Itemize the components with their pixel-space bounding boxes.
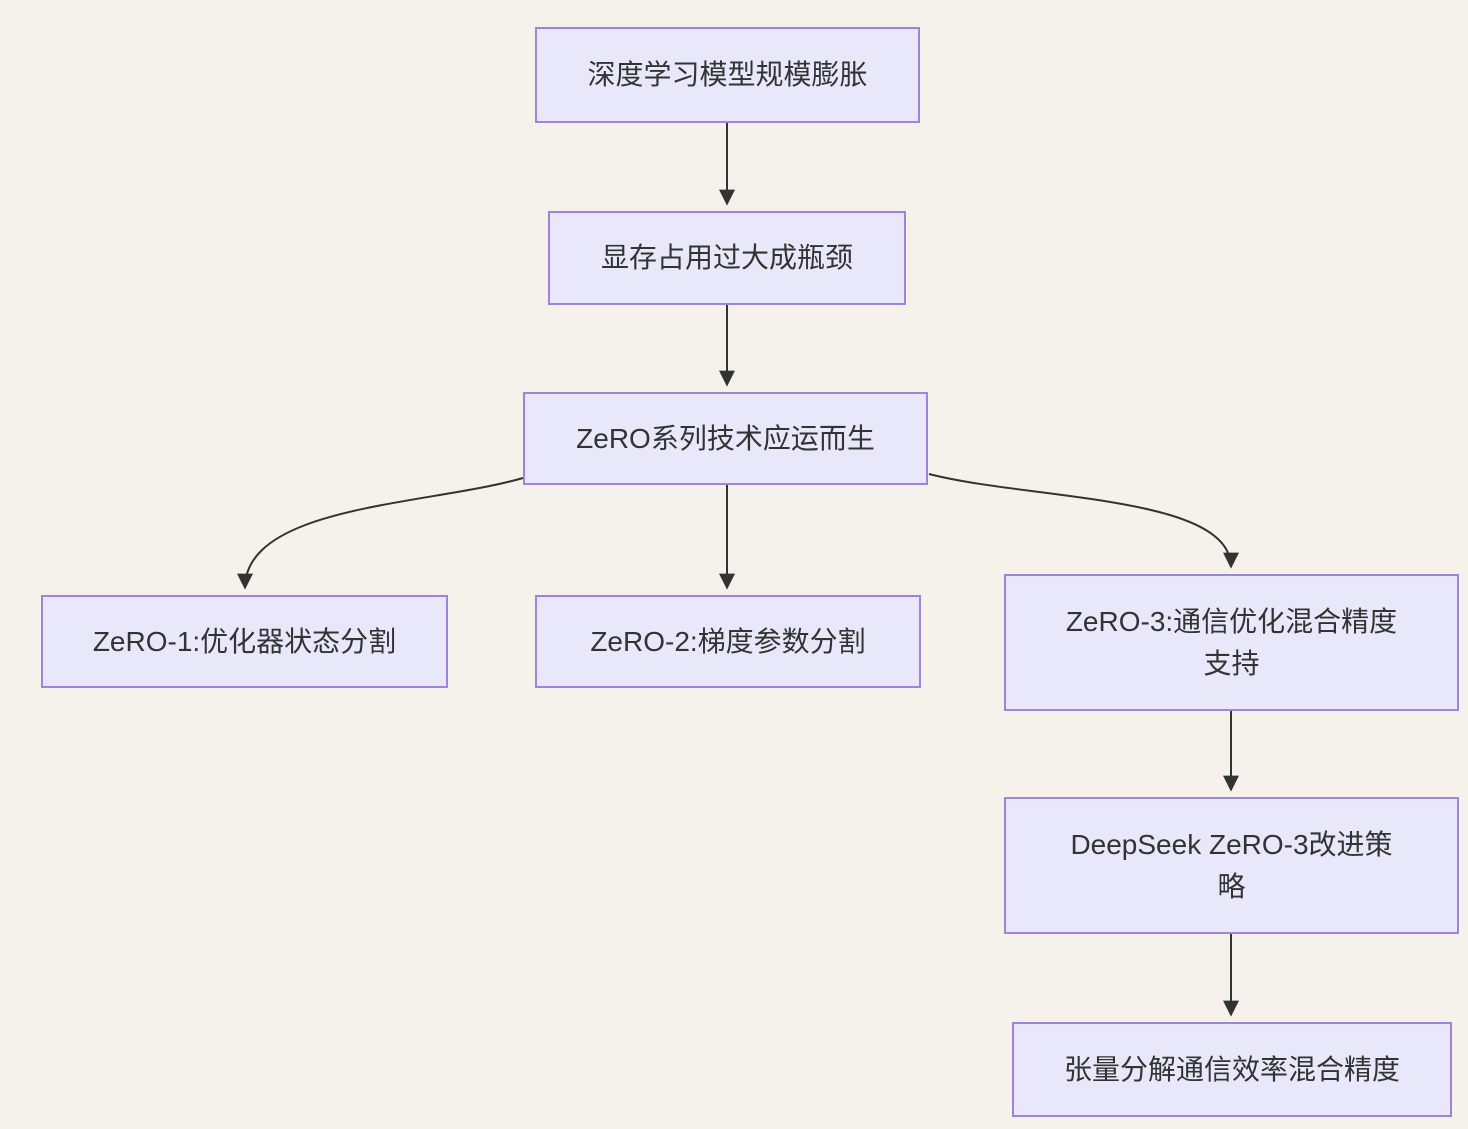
node-tensor-decomposition-efficiency: 张量分解通信效率混合精度 (1012, 1022, 1452, 1117)
node-deep-learning-model-growth: 深度学习模型规模膨胀 (535, 27, 920, 123)
node-zero2-gradient-param-partition: ZeRO-2:梯度参数分割 (535, 595, 921, 688)
edge-zero-series-to-zero3 (928, 473, 1239, 569)
node-zero-series-born: ZeRO系列技术应运而生 (523, 392, 928, 485)
node-memory-bottleneck: 显存占用过大成瓶颈 (548, 211, 906, 305)
node-deepseek-zero3-improvements: DeepSeek ZeRO-3改进策 略 (1004, 797, 1459, 934)
edge-zero-series-to-zero1 (237, 477, 524, 590)
node-zero1-optimizer-state-partition: ZeRO-1:优化器状态分割 (41, 595, 448, 688)
node-zero3-comm-mixed-precision: ZeRO-3:通信优化混合精度 支持 (1004, 574, 1459, 711)
